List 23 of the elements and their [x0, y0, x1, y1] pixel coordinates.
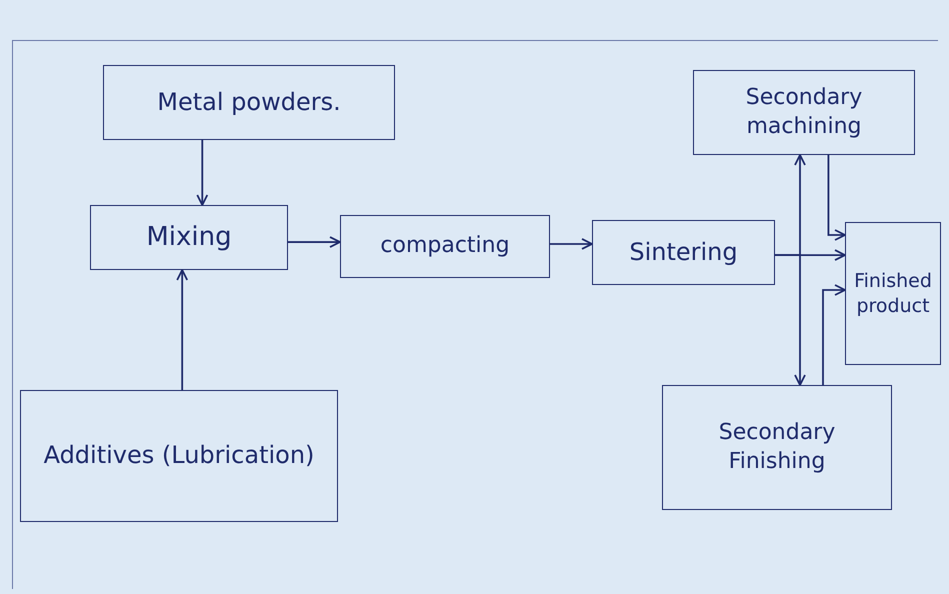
arrow: [288, 236, 341, 248]
box-label: compacting: [380, 232, 510, 260]
process-box: [103, 65, 395, 140]
box-label: Sintering: [629, 236, 738, 268]
process-box: [662, 385, 892, 510]
arrow: [822, 284, 846, 385]
box-label: Secondary machining: [744, 84, 864, 140]
process-box: [845, 222, 941, 365]
process-box: [20, 390, 338, 522]
process-box: [90, 205, 288, 270]
box-label: Additives (Lubrication): [44, 440, 314, 472]
box-label: Metal powders.: [157, 86, 341, 118]
arrow: [196, 140, 208, 206]
process-box: [340, 215, 550, 278]
arrow: [775, 254, 806, 386]
box-label: Mixing: [146, 220, 232, 254]
process-box: [693, 70, 915, 155]
arrow: [828, 155, 846, 241]
box-label: Finished product: [854, 268, 932, 318]
arrow: [550, 238, 593, 250]
box-label: Secondary Finishing: [718, 418, 836, 476]
arrow: [176, 269, 188, 390]
process-box: [592, 220, 775, 285]
